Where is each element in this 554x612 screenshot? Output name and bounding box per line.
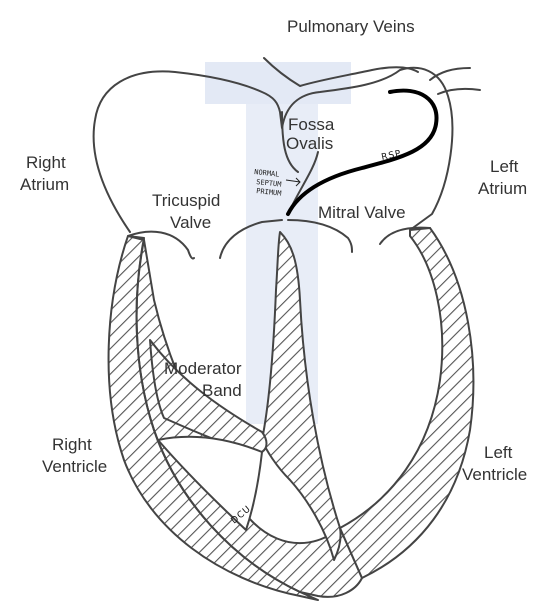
label-tricuspid-valve-1: Tricuspid [152, 191, 220, 210]
label-left-atrium-2: Atrium [478, 179, 527, 198]
pulmonary-vein-right [430, 68, 470, 80]
pulmonary-vein-right-2 [438, 89, 480, 94]
annotation-rsp: RSP [381, 149, 403, 163]
left-ventricle-wall [340, 228, 473, 578]
label-mitral-valve: Mitral Valve [318, 203, 406, 222]
label-fossa-ovalis-2: Ovalis [286, 134, 333, 153]
label-pulmonary-veins: Pulmonary Veins [287, 17, 415, 36]
label-right-ventricle-2: Ventricle [42, 457, 107, 476]
label-right-atrium-1: Right [26, 153, 66, 172]
label-fossa-ovalis-1: Fossa [288, 115, 335, 134]
label-tricuspid-valve-2: Valve [170, 213, 211, 232]
label-moderator-band-2: Band [202, 381, 242, 400]
label-left-ventricle-2: Ventricle [462, 465, 527, 484]
label-right-atrium-2: Atrium [20, 175, 69, 194]
label-left-atrium-1: Left [490, 157, 519, 176]
label-moderator-band-1: Moderator [164, 359, 242, 378]
background-shadow-top [205, 62, 351, 104]
label-left-ventricle-1: Left [484, 443, 513, 462]
label-right-ventricle-1: Right [52, 435, 92, 454]
